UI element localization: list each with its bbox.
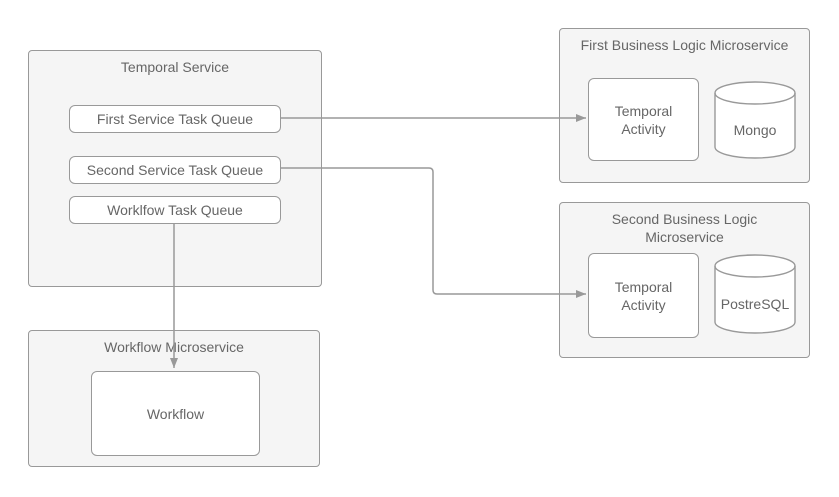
- second-temporal-activity-node: Temporal Activity: [588, 253, 699, 338]
- temporal-service-title: Temporal Service: [120, 59, 230, 75]
- database-cylinder-icon: [714, 81, 796, 159]
- first-service-task-queue-node: First Service Task Queue: [69, 105, 281, 133]
- postresql-database-label: PostreSQL: [720, 295, 790, 312]
- first-service-task-queue-label: First Service Task Queue: [96, 111, 254, 127]
- workflow-label: Workflow: [146, 405, 205, 422]
- first-temporal-activity-node: Temporal Activity: [588, 78, 699, 161]
- temporal-service-container: Temporal Service First Service Task Queu…: [28, 50, 322, 287]
- mongo-database-label: Mongo: [733, 121, 777, 138]
- mongo-database-cylinder: Mongo: [714, 81, 796, 159]
- second-temporal-activity-label: Temporal Activity: [614, 278, 673, 313]
- second-business-logic-microservice-title: Second Business Logic Microservice: [611, 211, 758, 245]
- database-cylinder-icon: [714, 254, 796, 334]
- second-service-task-queue-label: Second Service Task Queue: [86, 162, 264, 178]
- workflow-node: Workflow: [91, 371, 260, 456]
- first-business-logic-microservice-container: First Business Logic Microservice Tempor…: [559, 28, 810, 183]
- workflow-task-queue-label: Worklfow Task Queue: [107, 202, 243, 218]
- second-service-task-queue-node: Second Service Task Queue: [69, 156, 281, 184]
- first-business-logic-microservice-title: First Business Logic Microservice: [580, 37, 789, 53]
- postresql-database-cylinder: PostreSQL: [714, 254, 796, 334]
- workflow-microservice-container: Workflow Microservice Workflow: [28, 330, 320, 467]
- second-business-logic-microservice-container: Second Business Logic Microservice Tempo…: [559, 202, 810, 358]
- arrow-second-queue-to-second-activity: [281, 167, 586, 298]
- first-temporal-activity-label: Temporal Activity: [614, 102, 673, 137]
- workflow-microservice-title: Workflow Microservice: [104, 339, 244, 355]
- workflow-task-queue-node: Worklfow Task Queue: [69, 196, 281, 224]
